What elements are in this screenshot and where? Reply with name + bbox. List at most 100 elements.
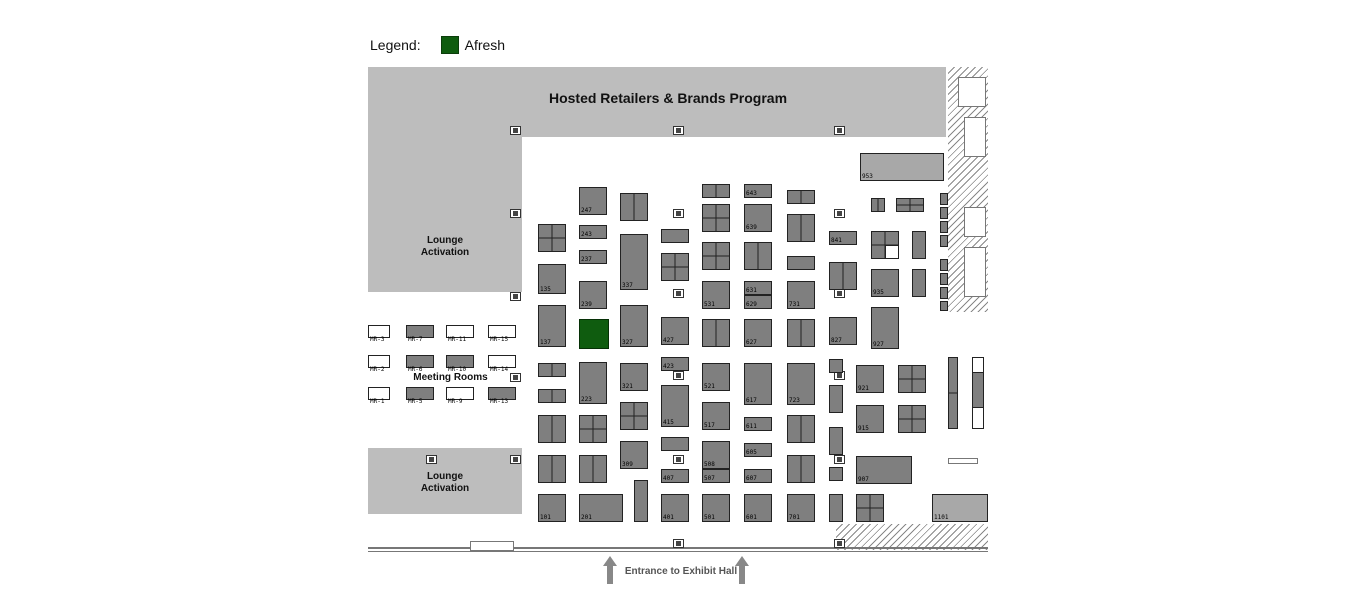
booth[interactable]	[538, 389, 566, 403]
booth[interactable]	[787, 455, 815, 483]
booth[interactable]	[661, 437, 689, 451]
booth[interactable]	[620, 193, 648, 221]
booth[interactable]: 617	[744, 363, 772, 405]
booth[interactable]: 611	[744, 417, 772, 431]
hosted-retailers-zone[interactable]	[368, 67, 946, 137]
booth[interactable]	[940, 287, 948, 299]
booth[interactable]: 1101	[932, 494, 988, 522]
booth[interactable]: 137	[538, 305, 566, 347]
booth[interactable]	[829, 385, 843, 413]
booth[interactable]	[896, 198, 924, 212]
booth[interactable]: 243	[579, 225, 607, 239]
booth[interactable]	[829, 359, 843, 373]
booth[interactable]	[620, 402, 648, 430]
booth[interactable]: 701	[787, 494, 815, 522]
meeting-room[interactable]: MR-14	[488, 355, 516, 373]
booth[interactable]: 605	[744, 443, 772, 457]
booth[interactable]	[787, 319, 815, 347]
booth[interactable]: 935	[871, 269, 899, 297]
booth[interactable]	[538, 415, 566, 443]
booth[interactable]	[702, 184, 730, 198]
meeting-room[interactable]: MR-10	[446, 355, 474, 373]
booth[interactable]: 507	[702, 469, 730, 483]
lounge-activation-zone-top[interactable]	[368, 207, 522, 292]
booth[interactable]: 401	[661, 494, 689, 522]
booth[interactable]	[787, 214, 815, 242]
booth[interactable]: 239	[579, 281, 607, 309]
booth[interactable]	[787, 190, 815, 204]
booth-strip[interactable]	[972, 372, 984, 408]
booth[interactable]: 907	[856, 456, 912, 484]
meeting-room[interactable]: MR-1	[368, 387, 390, 405]
booth[interactable]	[829, 427, 843, 455]
booth[interactable]	[538, 455, 566, 483]
meeting-room[interactable]: MR-15	[488, 325, 516, 343]
booth[interactable]	[702, 204, 730, 232]
booth[interactable]	[940, 207, 948, 219]
booth[interactable]	[829, 494, 843, 522]
booth[interactable]: 247	[579, 187, 607, 215]
booth[interactable]	[898, 405, 926, 433]
meeting-room[interactable]: MR-3	[368, 325, 390, 343]
booth-strip[interactable]	[948, 357, 958, 429]
booth[interactable]	[940, 235, 948, 247]
booth[interactable]: 223	[579, 362, 607, 404]
booth[interactable]	[912, 231, 926, 259]
booth[interactable]: 731	[787, 281, 815, 309]
booth[interactable]: 101	[538, 494, 566, 522]
booth[interactable]: 337	[620, 234, 648, 290]
booth[interactable]: 639	[744, 204, 772, 232]
booth[interactable]	[702, 242, 730, 270]
booth[interactable]: 607	[744, 469, 772, 483]
floor-plan[interactable]: Hosted Retailers & Brands Program Lounge…	[368, 67, 988, 587]
booth[interactable]: 723	[787, 363, 815, 405]
booth[interactable]	[871, 198, 885, 212]
booth[interactable]	[634, 480, 648, 522]
booth-afresh[interactable]	[579, 319, 609, 349]
booth[interactable]: 135	[538, 264, 566, 294]
booth[interactable]	[885, 245, 899, 259]
booth[interactable]: 309	[620, 441, 648, 469]
booth[interactable]: 627	[744, 319, 772, 347]
booth[interactable]	[579, 415, 607, 443]
booth[interactable]: 321	[620, 363, 648, 391]
booth[interactable]	[829, 262, 857, 290]
booth[interactable]	[898, 365, 926, 393]
booth[interactable]: 953	[860, 153, 944, 181]
booth[interactable]: 423	[661, 357, 689, 371]
booth[interactable]: 501	[702, 494, 730, 522]
booth[interactable]: 237	[579, 250, 607, 264]
meeting-room[interactable]: MR-2	[368, 355, 390, 373]
booth[interactable]: 531	[702, 281, 730, 309]
booth[interactable]: 631	[744, 281, 772, 295]
booth[interactable]: 407	[661, 469, 689, 483]
booth[interactable]: 643	[744, 184, 772, 198]
booth[interactable]	[856, 494, 884, 522]
booth[interactable]	[787, 256, 815, 270]
meeting-room[interactable]: MR-9	[446, 387, 474, 405]
booth[interactable]: 427	[661, 317, 689, 345]
booth[interactable]	[661, 229, 689, 243]
booth[interactable]: 921	[856, 365, 884, 393]
booth[interactable]: 521	[702, 363, 730, 391]
meeting-room[interactable]: MR-5	[406, 387, 434, 405]
booth[interactable]	[829, 467, 843, 481]
booth[interactable]	[787, 415, 815, 443]
booth[interactable]	[940, 193, 948, 205]
meeting-room[interactable]: MR-7	[406, 325, 434, 343]
booth[interactable]	[538, 224, 566, 252]
booth[interactable]: 827	[829, 317, 857, 345]
booth[interactable]: 841	[829, 231, 857, 245]
booth[interactable]: 915	[856, 405, 884, 433]
booth[interactable]: 517	[702, 402, 730, 430]
meeting-room[interactable]: MR-13	[488, 387, 516, 405]
lounge-activation-zone-bottom[interactable]	[368, 448, 522, 514]
booth[interactable]	[702, 319, 730, 347]
booth[interactable]	[940, 273, 948, 285]
booth[interactable]	[538, 363, 566, 377]
booth[interactable]	[940, 259, 948, 271]
booth[interactable]: 927	[871, 307, 899, 349]
booth[interactable]	[579, 455, 607, 483]
booth[interactable]	[940, 221, 948, 233]
booth[interactable]: 629	[744, 295, 772, 309]
